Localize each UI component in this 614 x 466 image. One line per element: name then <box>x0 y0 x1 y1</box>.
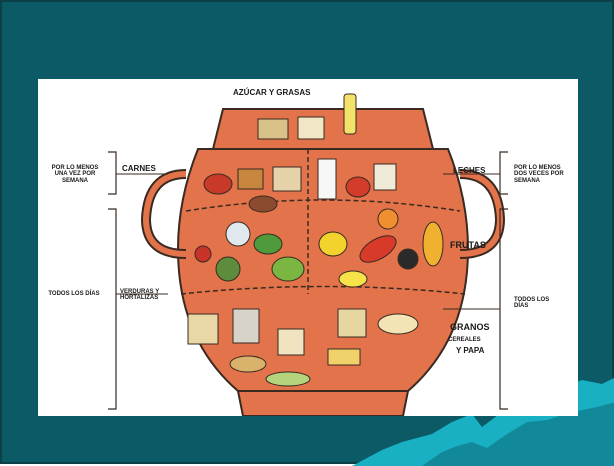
cereals-label: CEREALES <box>448 337 481 343</box>
food-pyramid-panel: AZÚCAR Y GRASAS POR LO MENOS UNA VEZ POR… <box>38 79 578 416</box>
food-pot-illustration <box>38 79 578 416</box>
vegetables-label: VERDURAS Y HORTALIZAS <box>120 289 170 302</box>
vegetables-frequency-note: TODOS LOS DÍAS <box>48 291 100 297</box>
grains-label: GRANOS <box>450 323 490 332</box>
milk-label: LECHES <box>453 167 485 175</box>
fruits-label: FRUTAS <box>450 241 486 250</box>
grains-frequency-note: TODOS LOS DÍAS <box>514 297 558 310</box>
sugar-fats-label: AZÚCAR Y GRASAS <box>233 89 311 97</box>
meats-label: CARNES <box>122 165 156 173</box>
potato-label: Y PAPA <box>456 347 484 355</box>
milk-frequency-note: POR LO MENOS DOS VECES POR SEMANA <box>514 165 572 184</box>
meats-frequency-note: POR LO MENOS UNA VEZ POR SEMANA <box>46 165 104 184</box>
